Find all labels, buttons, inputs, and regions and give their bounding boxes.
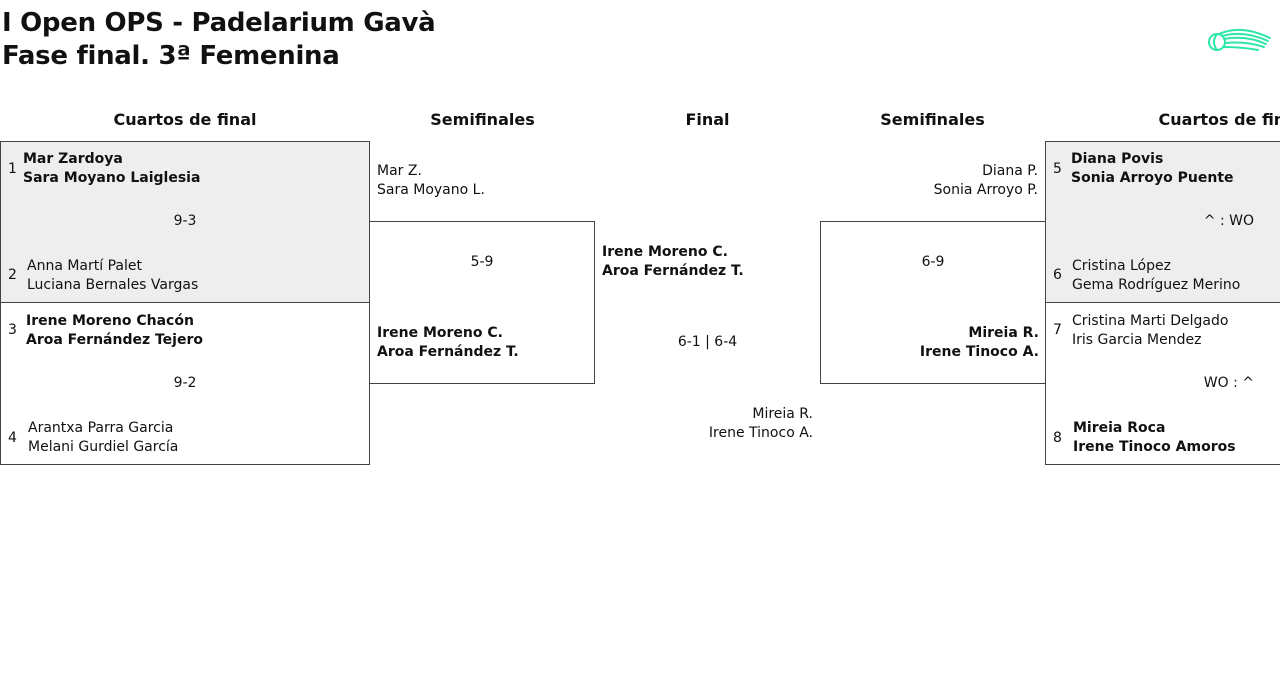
player-name: Aroa Fernández Tejero — [26, 332, 203, 348]
team-name-winner: Mireia Roca Irene Tinoco Amoros — [1073, 419, 1236, 457]
team-name: Anna Martí Palet Luciana Bernales Vargas — [27, 257, 198, 295]
seed-number: 4 — [8, 430, 17, 446]
page-title: I Open OPS - Padelarium Gavà — [2, 8, 436, 38]
round-heading-left-sf: Semifinales — [430, 110, 535, 129]
player-name: Irene Moreno C. — [602, 244, 728, 260]
player-name: Irene Tinoco A. — [919, 344, 1039, 360]
seed-number: 8 — [1053, 430, 1062, 446]
player-name: Mireia Roca — [1073, 420, 1166, 436]
player-name: Melani Gurdiel García — [28, 439, 179, 455]
match-box-right-qf-1: 5 Diana Povis Sonia Arroyo Puente ^ : WO… — [1045, 141, 1280, 303]
player-name: Aroa Fernández T. — [602, 263, 744, 279]
padel-ball-logo-icon — [1206, 22, 1272, 60]
team-name: Mar Z. Sara Moyano L. — [377, 162, 485, 200]
player-name: Mireia R. — [968, 325, 1039, 341]
player-name: Sara Moyano Laiglesia — [23, 170, 201, 186]
player-name: Aroa Fernández T. — [377, 344, 519, 360]
match-box-right-qf-2: 7 Cristina Marti Delgado Iris Garcia Men… — [1045, 302, 1280, 465]
team-name-winner: Irene Moreno C. Aroa Fernández T. — [602, 243, 744, 281]
player-name: Irene Tinoco Amoros — [1073, 439, 1236, 455]
round-heading-right-qf-clip: Cuartos de final — [1045, 110, 1280, 134]
player-name: Cristina Marti Delgado — [1072, 313, 1229, 329]
team-name-winner: Diana Povis Sonia Arroyo Puente — [1071, 150, 1234, 188]
round-heading-right-qf: Cuartos de final — [1158, 110, 1280, 129]
player-name: Gema Rodríguez Merino — [1072, 277, 1241, 293]
seed-number: 1 — [8, 161, 17, 177]
player-name: Luciana Bernales Vargas — [27, 277, 199, 293]
seed-number: 2 — [8, 267, 17, 283]
team-name-winner: Irene Moreno Chacón Aroa Fernández Tejer… — [26, 312, 203, 350]
team-name: Arantxa Parra Garcia Melani Gurdiel Garc… — [28, 419, 178, 457]
team-name-winner: Mireia R. Irene Tinoco A. — [920, 324, 1039, 362]
player-name: Mar Z. — [377, 163, 422, 179]
player-name: Arantxa Parra Garcia — [28, 420, 174, 436]
match-box-right-sf: 6-9 Mireia R. Irene Tinoco A. — [820, 221, 1046, 384]
player-name: Diana Povis — [1071, 151, 1164, 167]
round-heading-right-sf: Semifinales — [880, 110, 985, 129]
match-box-left-qf-1: 1 Mar Zardoya Sara Moyano Laiglesia 9-3 … — [0, 141, 370, 303]
match-score: WO : ^ — [1203, 375, 1254, 391]
player-name: Diana P. — [982, 163, 1038, 179]
player-name: Irene Moreno Chacón — [26, 313, 194, 329]
player-name: Mireia R. — [752, 406, 813, 422]
player-name: Irene Moreno C. — [377, 325, 503, 341]
team-name: Cristina López Gema Rodríguez Merino — [1072, 257, 1240, 295]
final-score: 6-1 | 6-4 — [677, 334, 738, 350]
player-name: Anna Martí Palet — [27, 258, 142, 274]
match-box-left-qf-2: 3 Irene Moreno Chacón Aroa Fernández Tej… — [0, 302, 370, 465]
round-heading-left-qf: Cuartos de final — [113, 110, 257, 129]
player-name: Cristina López — [1072, 258, 1171, 274]
team-name: Diana P. Sonia Arroyo P. — [934, 162, 1038, 200]
match-score: ^ : WO — [1203, 213, 1254, 229]
team-name: Cristina Marti Delgado Iris Garcia Mende… — [1072, 312, 1228, 350]
player-name: Mar Zardoya — [23, 151, 123, 167]
player-name: Iris Garcia Mendez — [1072, 332, 1202, 348]
match-score: 6-9 — [921, 254, 945, 270]
match-score: 5-9 — [470, 254, 494, 270]
player-name: Sonia Arroyo P. — [933, 182, 1038, 198]
seed-number: 5 — [1053, 161, 1062, 177]
seed-number: 3 — [8, 322, 17, 338]
match-box-left-sf: 5-9 Irene Moreno C. Aroa Fernández T. — [369, 221, 595, 384]
seed-number: 7 — [1053, 322, 1062, 338]
round-heading-final: Final — [685, 110, 730, 129]
seed-number: 6 — [1053, 267, 1062, 283]
player-name: Sonia Arroyo Puente — [1071, 170, 1234, 186]
team-name-winner: Irene Moreno C. Aroa Fernández T. — [377, 324, 519, 362]
team-name: Mireia R. Irene Tinoco A. — [709, 405, 813, 443]
player-name: Sara Moyano L. — [377, 182, 485, 198]
team-name-winner: Mar Zardoya Sara Moyano Laiglesia — [23, 150, 200, 188]
match-score: 9-2 — [173, 375, 197, 391]
player-name: Irene Tinoco A. — [708, 425, 813, 441]
page-subtitle: Fase final. 3ª Femenina — [2, 41, 340, 71]
match-score: 9-3 — [173, 213, 197, 229]
